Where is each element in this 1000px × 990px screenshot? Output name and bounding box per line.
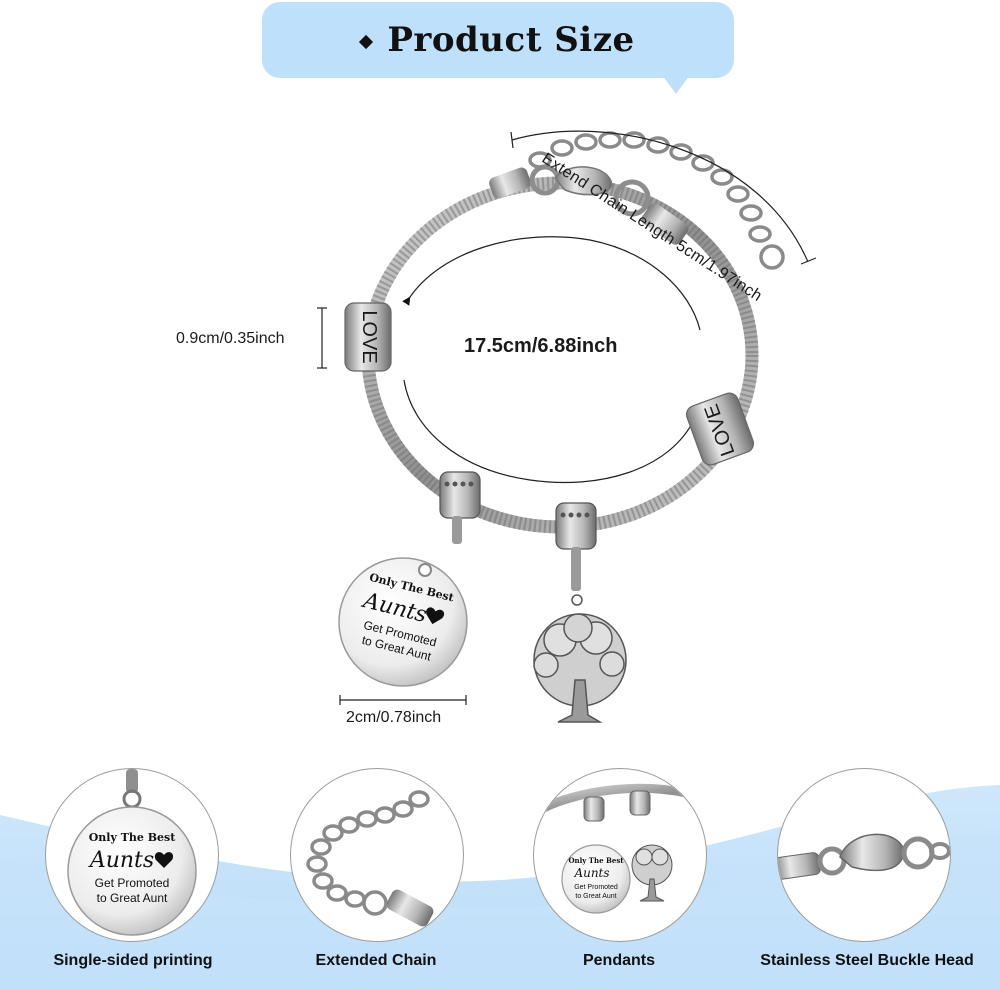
extend-chain-dimension-line	[511, 130, 809, 263]
extension-chain-icon	[306, 790, 434, 927]
bead-text-left: LOVE	[358, 310, 380, 363]
pendants-icon: Only The Best Aunts Get Promoted to Grea…	[534, 783, 706, 914]
printed-charm-icon: Only The Best Aunts Get Promoted to Grea…	[67, 769, 197, 936]
lobster-clasp-icon	[778, 833, 950, 880]
length-arc-upper	[402, 236, 701, 331]
bead-width-label: 0.9cm/0.35inch	[176, 330, 285, 347]
tree-of-life-pendant	[533, 594, 627, 723]
thumb-pendant-line1: Only The Best	[568, 856, 624, 865]
feature-caption-printing: Single-sided printing	[53, 952, 213, 969]
thumb-charm-line2: Aunts	[88, 848, 154, 873]
feature-thumb-pendants: Only The Best Aunts Get Promoted to Grea…	[533, 768, 707, 942]
page-title: Product Size	[359, 20, 634, 60]
thumb-charm-line1: Only The Best	[89, 831, 176, 844]
love-bead-left: LOVE	[344, 302, 392, 372]
lobster-clasp	[554, 166, 613, 196]
aunt-charm: Only The Best Aunts Get Promoted to Grea…	[338, 557, 468, 687]
feature-thumb-chain	[290, 768, 464, 942]
feature-caption-chain: Extended Chain	[315, 952, 437, 969]
title-banner-tail	[660, 72, 692, 94]
pendant-width-label: 2cm/0.78inch	[346, 709, 442, 726]
hearts-icon	[426, 607, 445, 625]
feature-thumb-clasp	[777, 768, 951, 942]
pendant-bail-left	[439, 471, 481, 544]
feature-caption-clasp: Stainless Steel Buckle Head	[760, 952, 974, 969]
thumb-pendant-line3: Get Promoted	[574, 884, 618, 891]
end-cap-left	[489, 167, 531, 199]
pendant-bail-right	[555, 502, 597, 591]
bracelet-length-label: 17.5cm/6.88inch	[464, 335, 618, 357]
thumb-pendant-line4: to Great Aunt	[575, 893, 616, 900]
bracelet-illustration: LOVE LOVE Only The Best Aunts Get Promot…	[317, 130, 817, 723]
length-arc-lower	[403, 379, 701, 483]
feature-thumb-printing: Only The Best Aunts Get Promoted to Grea…	[45, 768, 219, 942]
end-cap-right	[641, 203, 689, 245]
thumb-charm-line3: Get Promoted	[95, 876, 170, 890]
feature-caption-pendants: Pendants	[582, 952, 655, 969]
title-banner: Product Size	[262, 2, 734, 78]
thumb-charm-line4: to Great Aunt	[97, 891, 168, 905]
thumb-pendant-line2: Aunts	[573, 866, 609, 880]
love-bead-right: LOVE	[685, 392, 755, 466]
